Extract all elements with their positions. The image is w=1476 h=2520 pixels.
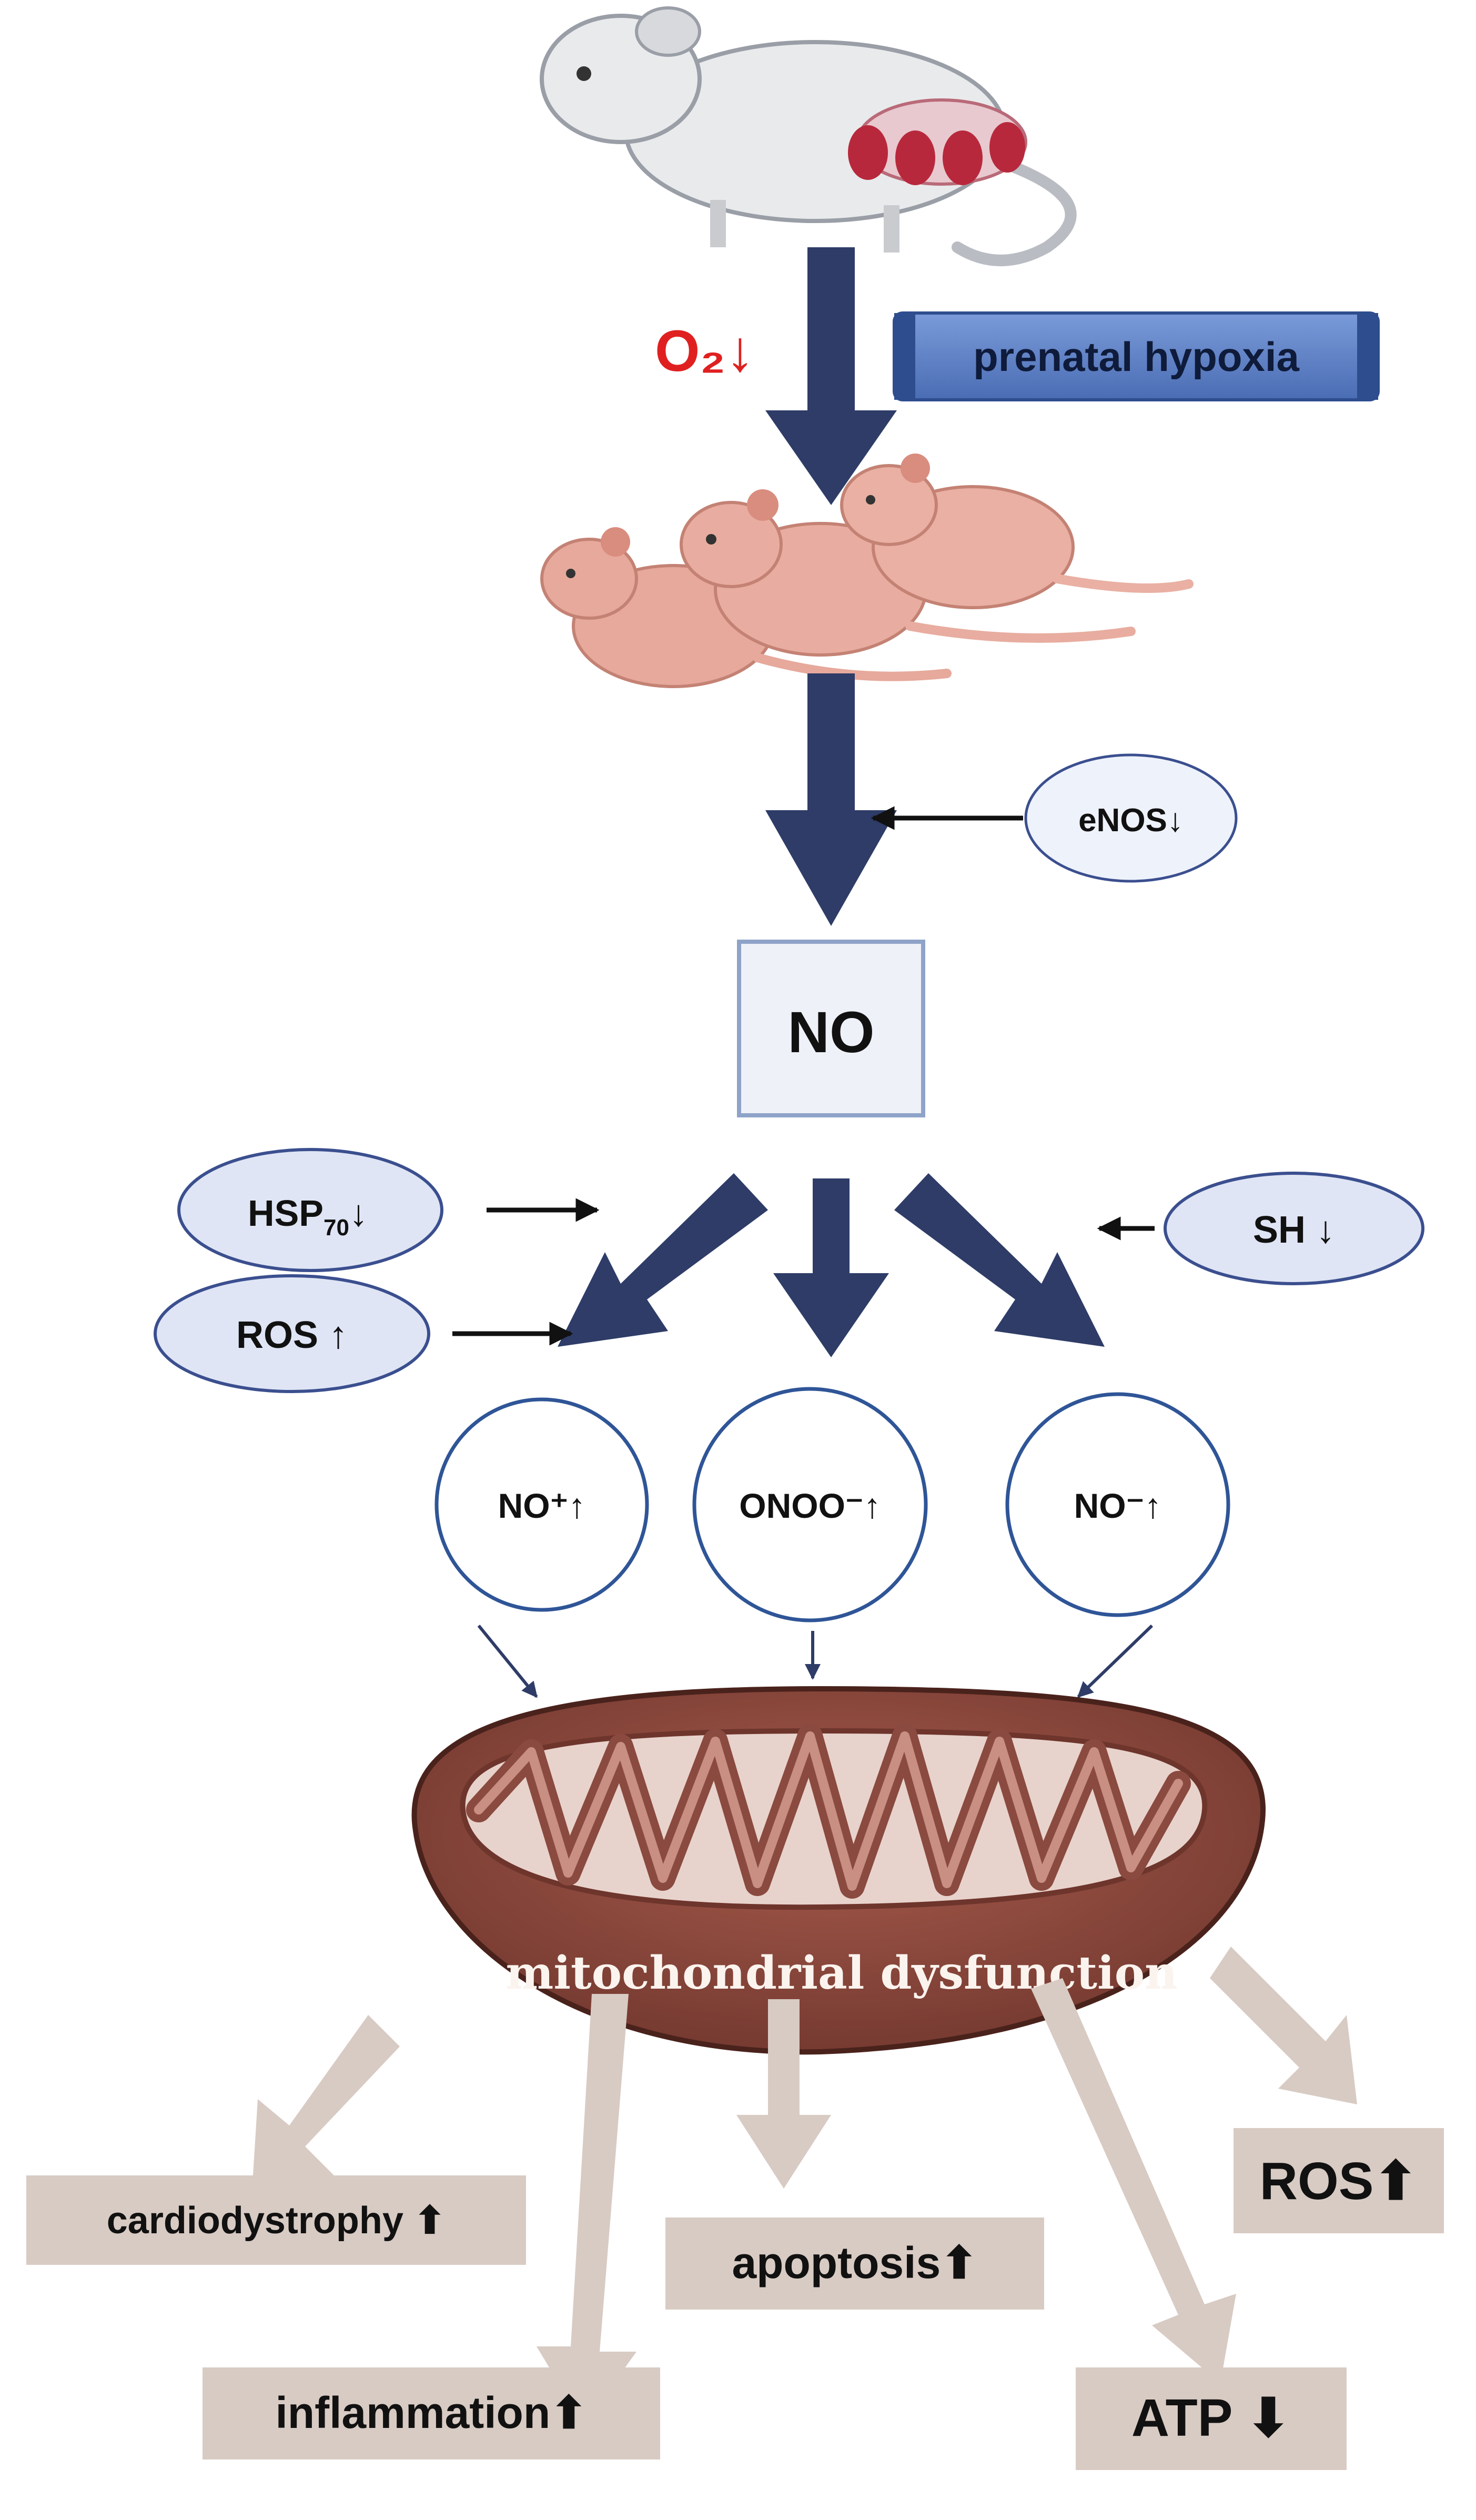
hsp-arrow-text: ↓	[349, 1193, 368, 1234]
no-label: NO	[788, 1000, 875, 1065]
apoptosis-label: apoptosis⬆	[732, 2238, 977, 2287]
arrow-no-plus-to-mito	[477, 1625, 538, 1698]
no-box: NO	[737, 940, 925, 1117]
hsp70-label: HSP70↓	[248, 1193, 368, 1241]
hsp70-bubble: HSP70↓	[177, 1148, 443, 1272]
no-plus-circle: NO⁺↑	[434, 1397, 649, 1612]
cardiodystrophy-box: cardiodystrophy ⬆	[26, 2175, 526, 2265]
no-minus-label: NO⁻↑	[1074, 1486, 1162, 1525]
atp-label: ATP ⬇	[1131, 2388, 1290, 2447]
offspring-rats-icon	[540, 453, 1194, 688]
sh-bubble: SH ↓	[1164, 1172, 1424, 1285]
branch-arrow-left	[558, 1173, 768, 1347]
outcome-arrow-ros	[1210, 1947, 1357, 2104]
mitochondrial-dysfunction-label: mitochondrial dysfunction	[506, 1947, 1177, 2000]
oxygen-decrease-label: O₂↓	[655, 319, 754, 384]
enos-label: eNOS↓	[1078, 802, 1184, 839]
onoo-label: ONOO⁻↑	[739, 1486, 881, 1525]
no-plus-label: NO⁺↑	[498, 1486, 586, 1525]
outcome-arrow-atp	[1031, 1978, 1236, 2383]
outcome-arrow-inflammation	[537, 1994, 636, 2425]
apoptosis-box: apoptosis⬆	[665, 2217, 1044, 2310]
enos-bubble: eNOS↓	[1024, 753, 1238, 883]
branch-arrow-center	[773, 1178, 889, 1357]
flow-arrow-offspring	[765, 673, 897, 926]
hsp-main-text: HSP	[248, 1193, 323, 1234]
prenatal-hypoxia-banner: prenatal hypoxia	[893, 311, 1380, 401]
outcome-arrow-apoptosis	[736, 1999, 831, 2189]
atp-box: ATP ⬇	[1076, 2367, 1347, 2470]
mitochondrion-icon	[411, 1686, 1266, 2055]
ros-output-label: ROS⬆	[1260, 2152, 1418, 2211]
ros-input-bubble: ROS ↑	[154, 1274, 430, 1393]
ros-output-box: ROS⬆	[1234, 2128, 1444, 2233]
hsp-subscript-text: 70	[323, 1215, 349, 1241]
onoo-circle: ONOO⁻↑	[692, 1387, 928, 1622]
branch-arrow-right	[894, 1173, 1105, 1347]
flow-arrow-hypoxia	[765, 247, 897, 505]
no-minus-circle: NO⁻↑	[1005, 1392, 1230, 1617]
ros-input-label: ROS ↑	[236, 1314, 348, 1356]
arrow-no-minus-to-mito	[1077, 1624, 1154, 1698]
sh-label: SH ↓	[1253, 1209, 1335, 1251]
cardiodystrophy-label: cardiodystrophy ⬆	[107, 2200, 446, 2242]
prenatal-hypoxia-label: prenatal hypoxia	[973, 334, 1299, 380]
inflammation-box: inflammation⬆	[203, 2367, 660, 2459]
inflammation-label: inflammation⬆	[275, 2388, 587, 2437]
pregnant-mouse-icon	[540, 6, 1077, 266]
outcome-arrow-cardiodystrophy	[252, 2015, 400, 2183]
